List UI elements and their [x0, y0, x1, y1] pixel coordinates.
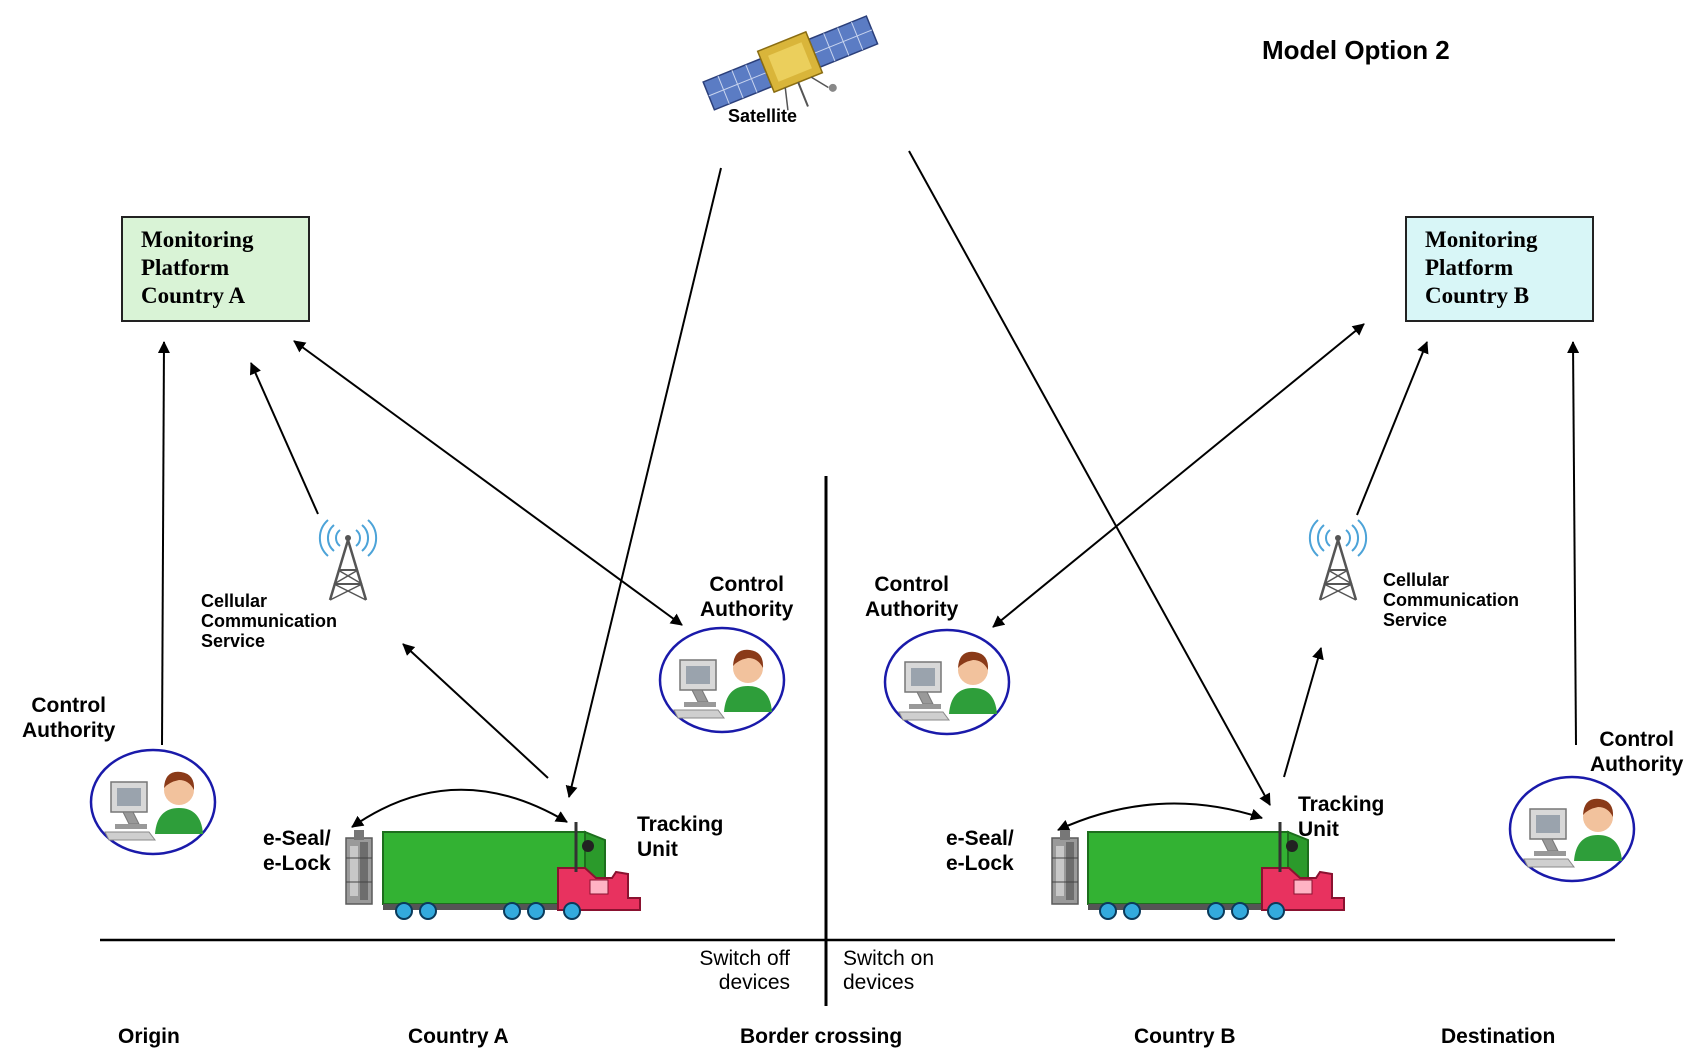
arrow-truck-b-to-cellular-b: [1283, 647, 1324, 778]
cellular-b-line2: Communication: [1383, 590, 1520, 610]
connection-arrows: [157, 150, 1580, 831]
cellular-a-label: Cellular Communication Service: [201, 591, 337, 651]
arrow-cellular-b-to-platform-b: [1356, 341, 1429, 516]
operator-at-computer-icon: [89, 748, 217, 856]
operator-at-computer-icon: [1508, 775, 1636, 883]
switch-off-line1: Switch off: [699, 947, 790, 970]
truck-icon: [382, 822, 641, 920]
arrow-truck-a-to-cellular-a: [402, 643, 549, 779]
cell-tower-icon: [318, 518, 378, 602]
authority-b-label: Control Authority: [865, 572, 958, 622]
authority-origin-line2: Authority: [22, 719, 116, 742]
cell-tower-icon: [1308, 518, 1368, 602]
cellular-b-line3: Service: [1383, 610, 1448, 630]
truck-a-seal-line1: e-Seal/: [263, 827, 331, 850]
page-title: Model Option 2: [1262, 35, 1450, 65]
zone-border-crossing: Border crossing: [740, 1025, 903, 1048]
truck-b-seal-line2: e-Lock: [946, 852, 1014, 875]
cellular-a-line1: Cellular: [201, 591, 268, 611]
truck-a-seal-line2: e-Lock: [263, 852, 331, 875]
switch-on-line1: Switch on: [843, 947, 935, 970]
arrow-cellular-a-to-platform-a: [249, 362, 319, 515]
authority-a-label: Control Authority: [700, 572, 793, 622]
truck-b-seal-label: e-Seal/ e-Lock: [946, 826, 1014, 876]
zone-origin: Origin: [118, 1025, 180, 1048]
cellular-b-line1: Cellular: [1383, 570, 1450, 590]
truck-a-seal-label: e-Seal/ e-Lock: [263, 826, 331, 876]
operator-at-computer-icon: [658, 626, 786, 734]
arrow-satellite-to-truck-a: [565, 167, 722, 798]
e-seal-icon: [1051, 829, 1079, 905]
arrow-platform-a-authority-a: [293, 340, 683, 626]
arrow-seal-tracking-b: [1057, 802, 1263, 831]
authority-destination-line2: Authority: [1590, 753, 1684, 776]
authority-destination-label: Control Authority: [1590, 727, 1683, 777]
truck-icon: [1087, 822, 1345, 920]
arrow-platform-b-authority-b: [992, 323, 1365, 628]
monitoring-platform-a: Monitoring Platform Country A: [121, 216, 310, 322]
platform-b-line2: Platform: [1425, 255, 1514, 280]
authority-b-line2: Authority: [865, 598, 959, 621]
truck-a-tracking-line1: Tracking: [637, 813, 724, 836]
zone-country-b: Country B: [1134, 1025, 1236, 1048]
satellite-icon: [702, 15, 879, 111]
platform-a-line1: Monitoring: [141, 227, 254, 252]
truck-b-tracking-line2: Unit: [1298, 818, 1339, 841]
authority-b-line1: Control: [874, 573, 949, 596]
truck-a-tracking-line2: Unit: [637, 838, 678, 861]
platform-a-line3: Country A: [141, 283, 246, 308]
authority-origin-line1: Control: [31, 694, 106, 717]
authority-origin-label: Control Authority: [22, 693, 115, 743]
cellular-b-label: Cellular Communication Service: [1383, 570, 1519, 630]
authority-destination-line1: Control: [1599, 728, 1674, 751]
truck-b-seal-line1: e-Seal/: [946, 827, 1014, 850]
arrow-origin-authority-to-platform-a: [157, 341, 170, 746]
operator-at-computer-icon: [883, 628, 1011, 736]
truck-a-tracking-label: Tracking Unit: [637, 812, 723, 862]
truck-b-tracking-line1: Tracking: [1298, 793, 1385, 816]
arrow-destination-authority-to-platform-b: [1567, 341, 1580, 746]
cellular-a-line2: Communication: [201, 611, 338, 631]
authority-a-line2: Authority: [700, 598, 794, 621]
switch-off-label: Switch off devices: [676, 947, 790, 995]
platform-a-line2: Platform: [141, 255, 230, 280]
switch-on-label: Switch on devices: [843, 947, 934, 995]
monitoring-platform-b: Monitoring Platform Country B: [1405, 216, 1594, 322]
switch-on-line2: devices: [843, 971, 915, 994]
platform-b-line3: Country B: [1425, 283, 1530, 308]
authority-a-line1: Control: [709, 573, 784, 596]
satellite-label: Satellite: [728, 106, 798, 126]
cellular-a-line3: Service: [201, 631, 266, 651]
zone-country-a: Country A: [408, 1025, 509, 1048]
e-seal-icon: [345, 829, 373, 905]
switch-off-line2: devices: [718, 971, 790, 994]
platform-b-line1: Monitoring: [1425, 227, 1538, 252]
truck-b-tracking-label: Tracking Unit: [1298, 792, 1384, 842]
arrow-seal-tracking-a: [351, 788, 568, 828]
zone-destination: Destination: [1441, 1025, 1556, 1048]
